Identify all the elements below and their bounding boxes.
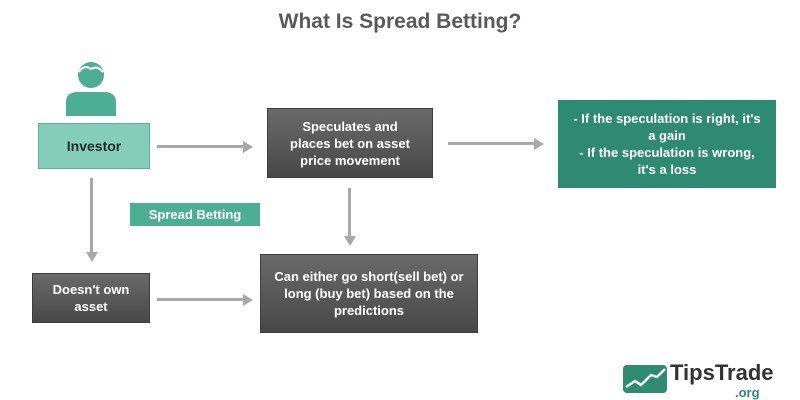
- arrow-doesnt-own-to-short-long: [157, 298, 243, 301]
- spread-betting-label: Spread Betting: [130, 203, 260, 226]
- arrow-head-icon: [85, 252, 98, 262]
- arrow-investor-to-speculates: [157, 145, 243, 148]
- chart-logo-icon: [623, 365, 667, 393]
- arrow-head-icon: [534, 137, 544, 150]
- outcome-loss: - If the speculation is wrong, it's a lo…: [579, 145, 755, 177]
- logo-name: TipsTrade: [670, 360, 774, 385]
- outcome-box: - If the speculation is right, it's a ga…: [558, 100, 776, 188]
- person-icon: [66, 62, 116, 116]
- tipstrade-logo: TipsTrade .org: [623, 362, 793, 400]
- logo-suffix: .org: [735, 385, 760, 400]
- diagram-title: What Is Spread Betting?: [278, 10, 522, 33]
- speculates-box: Speculates and places bet on asset price…: [267, 108, 433, 178]
- arrow-investor-to-doesnt-own: [90, 178, 93, 252]
- doesnt-own-box: Doesn't own asset: [32, 273, 150, 323]
- arrow-head-icon: [243, 293, 253, 306]
- arrow-head-icon: [243, 140, 253, 153]
- investor-box: Investor: [38, 123, 150, 169]
- arrow-head-icon: [343, 236, 356, 246]
- arrow-speculates-to-short-long: [348, 188, 351, 236]
- outcome-gain: - If the speculation is right, it's a ga…: [573, 111, 761, 143]
- short-long-box: Can either go short(sell bet) or long (b…: [260, 254, 478, 333]
- arrow-speculates-to-outcome: [448, 142, 534, 145]
